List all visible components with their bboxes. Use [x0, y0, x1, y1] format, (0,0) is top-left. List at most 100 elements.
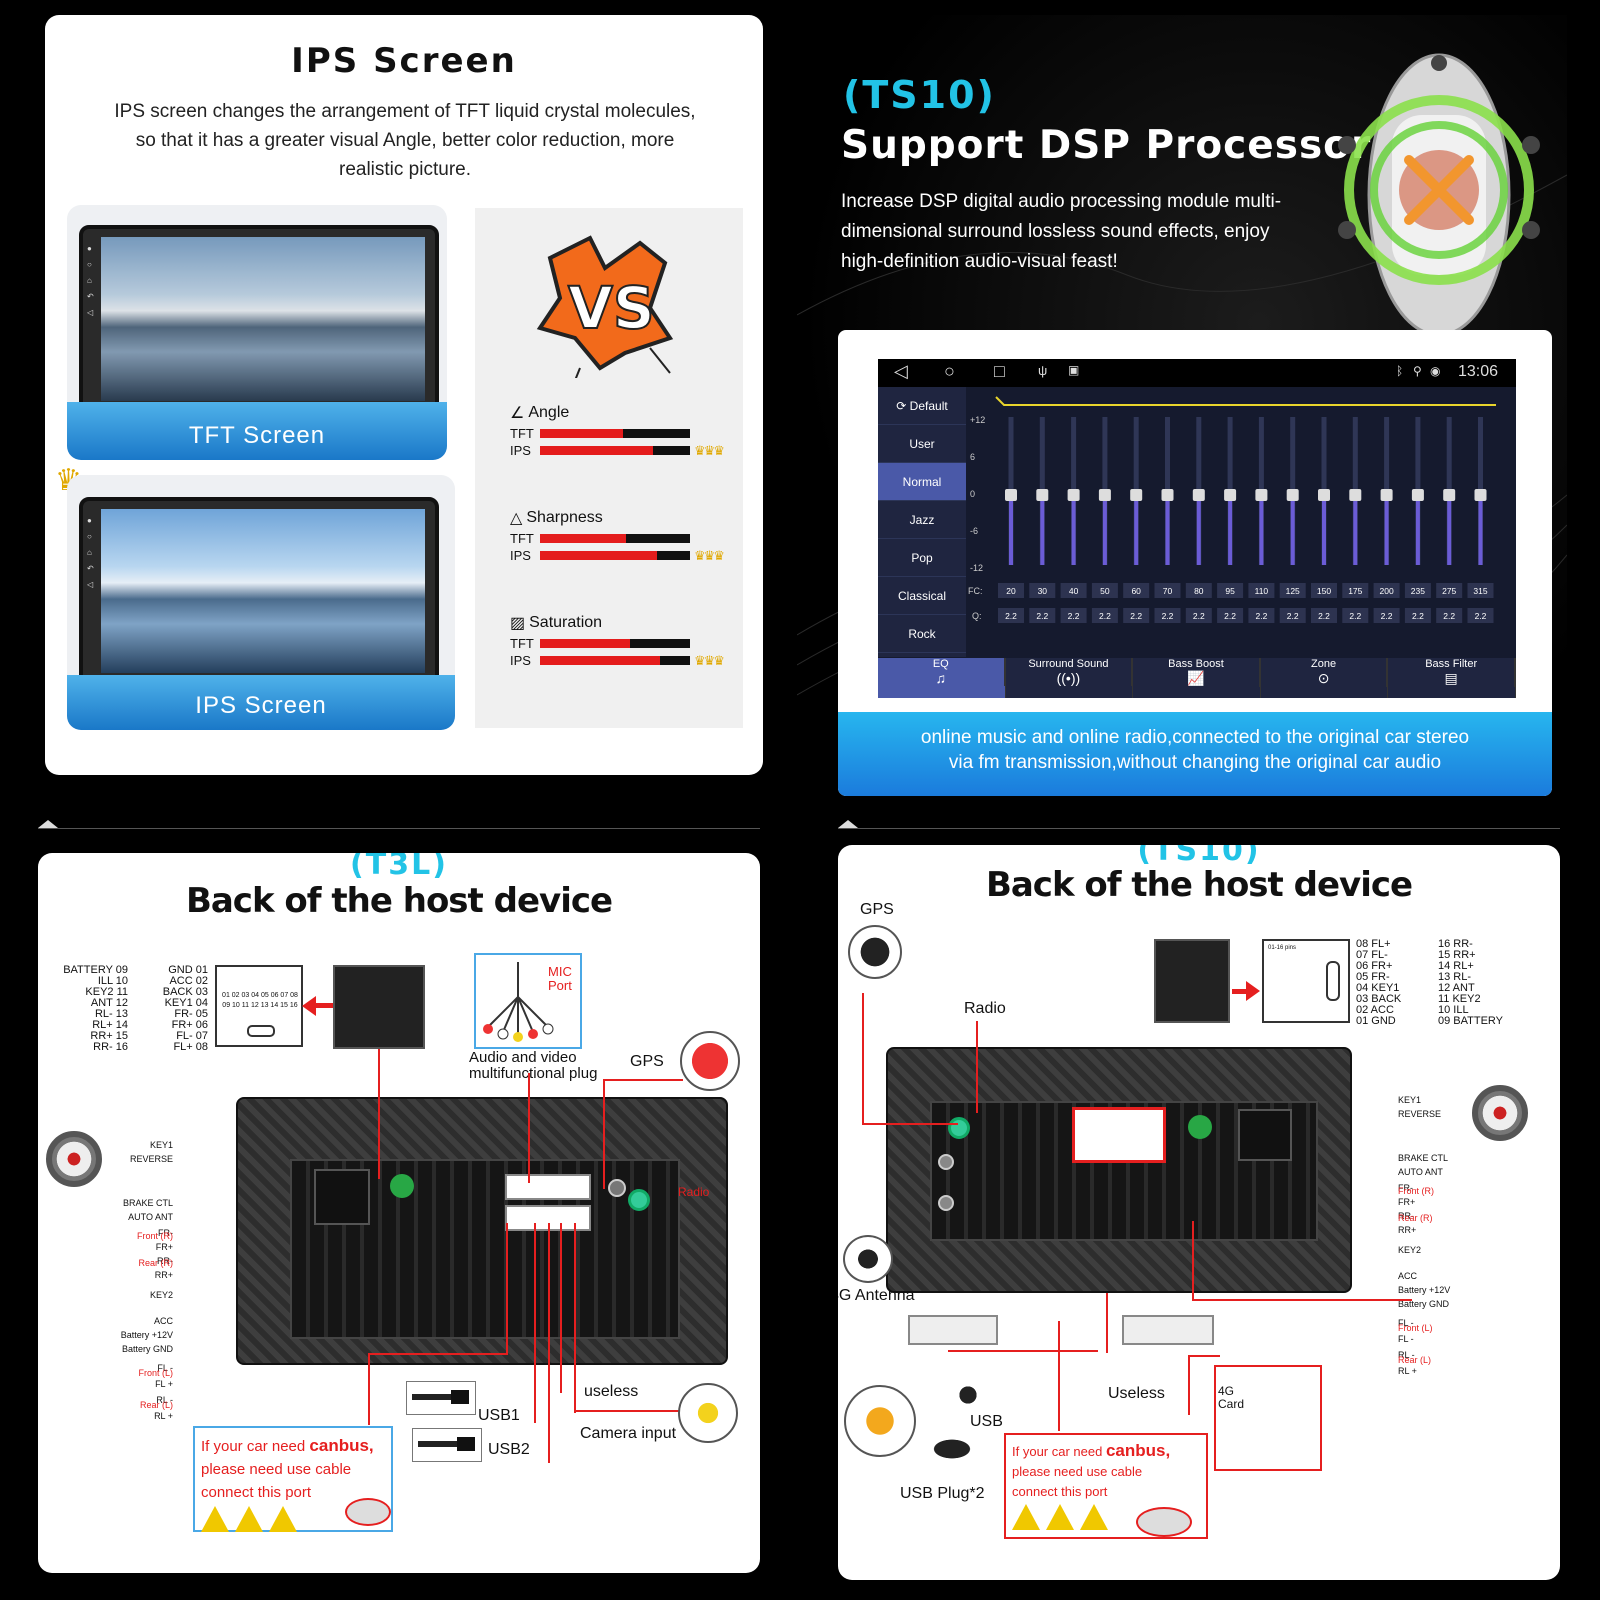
- metric-name: Angle: [528, 404, 570, 421]
- ips-label: IPS Screen: [67, 675, 455, 730]
- preset-jazz[interactable]: Jazz: [878, 501, 966, 539]
- q-value: 2.2: [1381, 611, 1393, 621]
- preset-rock[interactable]: Rock: [878, 615, 966, 653]
- fc-cell: [1123, 583, 1150, 598]
- q-cell: [1279, 608, 1306, 623]
- pin-label: 01 GND: [1356, 1015, 1396, 1027]
- warning-icon: [1012, 1504, 1040, 1530]
- eq-tab-bass-boost[interactable]: Bass Boost📈: [1133, 658, 1261, 698]
- useless-label: useless: [584, 1383, 639, 1400]
- usb2-label: USB2: [488, 1441, 530, 1458]
- metric-bar: [540, 446, 690, 455]
- ts10-title: Back of the host device: [985, 865, 1413, 905]
- pin-label: 05 FR-: [1356, 971, 1390, 983]
- q-cell: [1342, 608, 1369, 623]
- rear-l-label: Rear (L): [1398, 1355, 1432, 1365]
- pin-label: 02 ACC: [1356, 1004, 1394, 1016]
- wire-label: BRAKE CTL: [122, 1198, 173, 1208]
- harness-port[interactable]: [1238, 1109, 1292, 1161]
- divider: [38, 828, 760, 829]
- fc-value: 95: [1225, 586, 1235, 596]
- metric-bar-fill: [540, 551, 657, 560]
- eq-tab-surround-sound[interactable]: Surround Sound((•)): [1006, 658, 1134, 698]
- ts10-usb-plug-label: USB Plug*2: [900, 1485, 985, 1502]
- antenna-port[interactable]: [938, 1195, 954, 1211]
- q-value: 2.2: [1318, 611, 1330, 621]
- preset-user[interactable]: User: [878, 425, 966, 463]
- harness-port[interactable]: [314, 1169, 370, 1225]
- eq-slider-thumb: [1098, 489, 1111, 501]
- canbus-line3: connect this port: [201, 1484, 312, 1501]
- ts10-radio-label: Radio: [964, 1000, 1006, 1017]
- q-cell: [1154, 608, 1181, 623]
- wire-label: ACC: [1398, 1271, 1418, 1281]
- front-r-label: Front (R): [137, 1231, 173, 1241]
- front-r-label: Front (R): [1398, 1186, 1434, 1196]
- eq-tab-label: Bass Boost: [1133, 658, 1260, 670]
- wire-label: REVERSE: [129, 1154, 173, 1164]
- fc-value: 235: [1411, 586, 1425, 596]
- preset-pop[interactable]: Pop: [878, 539, 966, 577]
- tft-block: ●○⌂↶◁ TFT Screen: [67, 205, 447, 460]
- warning-icon: [201, 1506, 229, 1532]
- rear-l-label: Rear (L): [139, 1400, 173, 1410]
- av-port[interactable]: [505, 1174, 591, 1200]
- wire-label: FR+: [1398, 1197, 1416, 1207]
- eq-slider-thumb: [1224, 489, 1237, 501]
- wire-label: AUTO ANT: [128, 1212, 173, 1222]
- home-icon[interactable]: ○: [944, 361, 955, 381]
- radio-port[interactable]: [628, 1189, 650, 1211]
- metric-heading: ∠Angle: [510, 403, 730, 423]
- eq-curve: [995, 396, 1496, 406]
- landscape-image: [101, 509, 425, 673]
- q-cell: [1185, 608, 1212, 623]
- radio-port[interactable]: [948, 1117, 970, 1139]
- wire-label: RL +: [1398, 1366, 1417, 1376]
- wire-label: RL +: [154, 1411, 173, 1421]
- front-l-label: Front (L): [138, 1368, 173, 1378]
- metric-name: Saturation: [529, 614, 603, 631]
- fc-value: 175: [1348, 586, 1362, 596]
- canbus-line2: please need use cable: [201, 1461, 352, 1478]
- preset-default[interactable]: ⟳ Default: [878, 387, 966, 425]
- preset-classical[interactable]: Classical: [878, 577, 966, 615]
- eq-tab-icon: ♫: [878, 670, 1005, 686]
- eq-tab-bass-filter[interactable]: Bass Filter▤: [1388, 658, 1516, 698]
- fc-cell: [1404, 583, 1431, 598]
- fc-value: 40: [1069, 586, 1079, 596]
- q-cell: [1311, 608, 1337, 623]
- gps-port[interactable]: [938, 1154, 954, 1170]
- crown-icon: ♛♛♛: [694, 442, 725, 458]
- eq-slider-thumb: [1380, 489, 1393, 501]
- eq-tab-bar: EQ♫Surround Sound((•))Bass Boost📈Zone⊙Ba…: [878, 658, 1516, 698]
- eq-slider-thumb: [1130, 489, 1143, 501]
- recent-apps-icon[interactable]: □: [994, 361, 1005, 381]
- fc-cell: [1060, 583, 1087, 598]
- eq-tab-label: Bass Filter: [1388, 658, 1515, 670]
- fc-cell: [1467, 583, 1494, 598]
- metric-heading: ▨Saturation: [510, 613, 730, 633]
- ips-description: IPS screen changes the arrangement of TF…: [114, 101, 696, 180]
- preset-normal[interactable]: Normal: [878, 463, 966, 501]
- gps-port[interactable]: [608, 1179, 626, 1197]
- eq-tab-eq[interactable]: EQ♫: [878, 658, 1006, 698]
- av-connector-photo: [908, 1315, 998, 1345]
- pin-label: ACC 02: [169, 975, 208, 987]
- back-icon[interactable]: ◁: [894, 361, 908, 381]
- av-plug-photo: [474, 953, 582, 1049]
- eq-slider-thumb: [1474, 489, 1487, 501]
- location-icon: ⚲: [1413, 364, 1422, 378]
- pin-label: 15 RR+: [1438, 949, 1476, 961]
- eq-slider-thumb: [1036, 489, 1049, 501]
- canbus-line3: connect this port: [1012, 1484, 1108, 1499]
- pin-label: 08 FL+: [1356, 938, 1391, 950]
- eq-tab-zone[interactable]: Zone⊙: [1261, 658, 1389, 698]
- av-port-block[interactable]: [1072, 1107, 1166, 1163]
- ts10-model: (TS10): [1137, 845, 1261, 868]
- q-cell: [998, 608, 1024, 623]
- q-cell: [1123, 608, 1150, 623]
